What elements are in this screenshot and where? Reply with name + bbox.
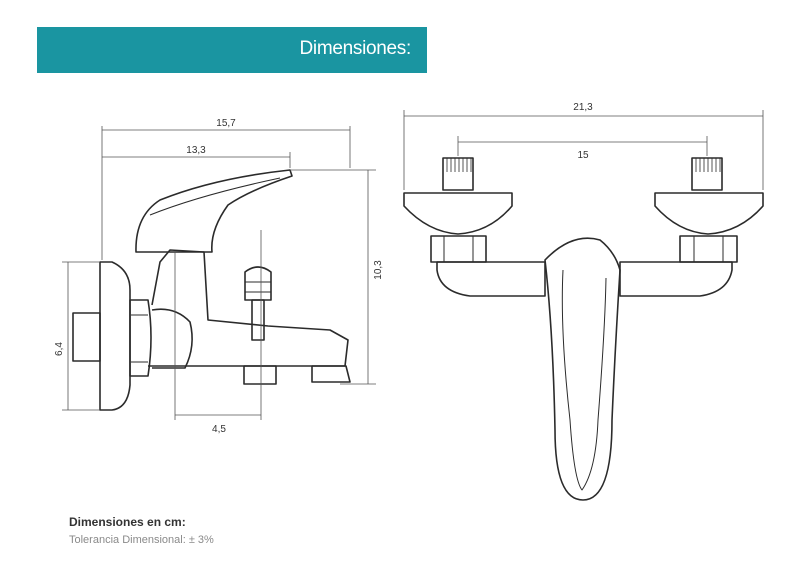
front-body — [436, 261, 546, 297]
side-body-dome — [151, 308, 193, 369]
dim-side-height: 10,3 — [373, 260, 384, 280]
side-view — [72, 169, 351, 411]
tolerance-note: Tolerancia Dimensional: ± 3% — [69, 534, 214, 546]
front-right-nut — [679, 235, 738, 263]
side-wall-plate — [99, 261, 131, 411]
dim-front-total-width: 21,3 — [573, 102, 593, 113]
side-nut — [129, 299, 152, 377]
front-view — [403, 157, 764, 501]
side-connector — [72, 312, 101, 362]
side-diverter — [244, 266, 272, 301]
front-right-escutcheon — [654, 192, 764, 235]
side-lever — [135, 169, 293, 253]
units-title: Dimensiones en cm: — [69, 515, 186, 529]
front-left-escutcheon — [403, 192, 513, 235]
front-lever — [544, 237, 621, 501]
front-right-thread — [691, 157, 723, 191]
header-banner: Dimensiones: — [37, 27, 427, 73]
dim-side-wall-height: 6,4 — [54, 342, 65, 356]
dim-side-depth: 4,5 — [212, 424, 226, 435]
front-dimensions — [403, 110, 764, 190]
dim-side-spout-length: 13,3 — [186, 145, 206, 156]
front-left-nut — [430, 235, 487, 263]
side-body — [148, 249, 349, 367]
dim-side-total-length: 15,7 — [216, 118, 236, 129]
dim-front-center-distance: 15 — [577, 150, 589, 161]
front-left-thread — [442, 157, 474, 191]
side-dimensions — [62, 126, 376, 420]
header-title: Dimensiones: — [299, 38, 411, 59]
side-outlet — [243, 365, 277, 385]
